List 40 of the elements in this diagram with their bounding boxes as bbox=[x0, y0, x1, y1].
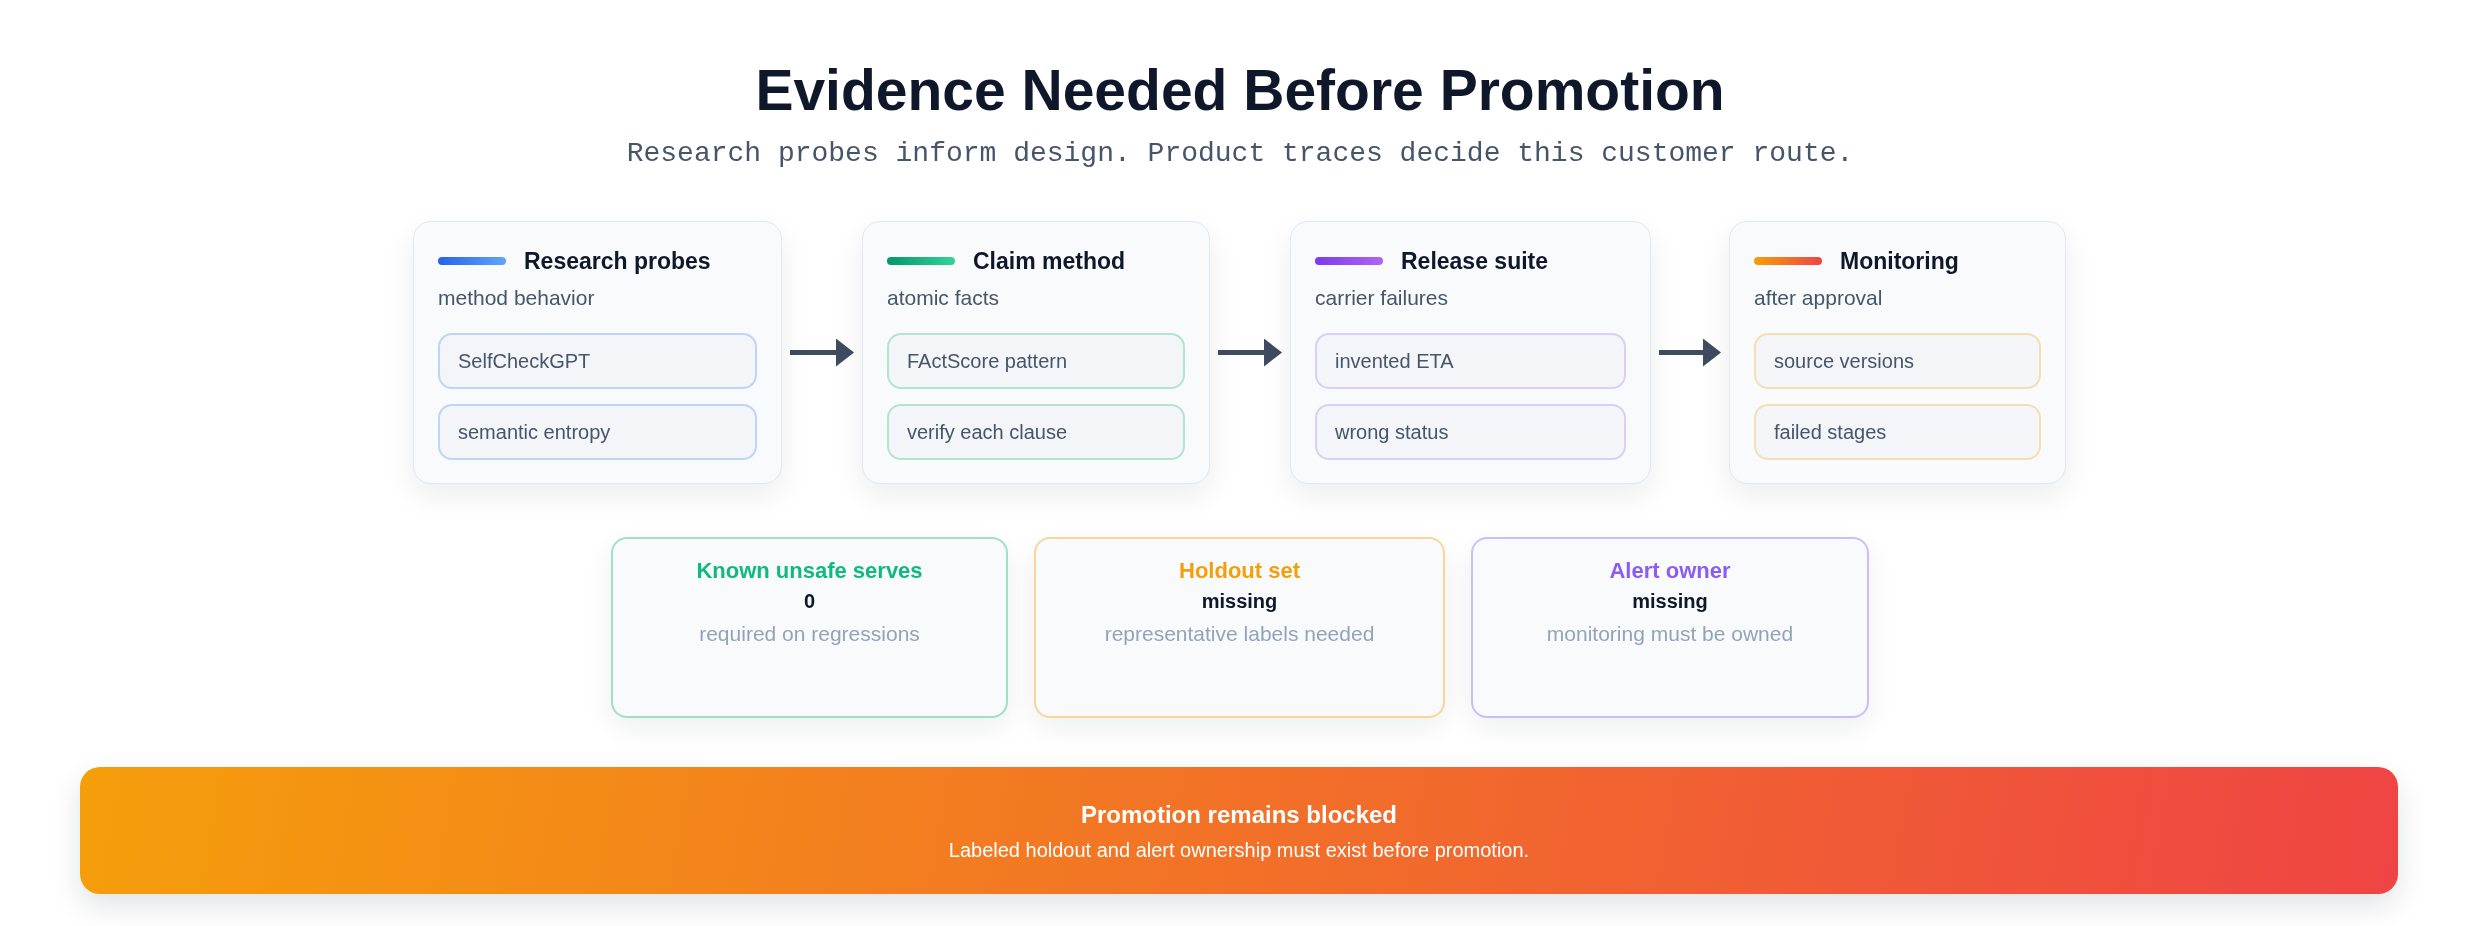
banner-message: Labeled holdout and alert ownership must exist before promotion. bbox=[948, 838, 1530, 863]
metric-card bbox=[1034, 537, 1445, 718]
item-pill: FActScore pattern bbox=[887, 333, 1185, 389]
metric-note: representative labels needed bbox=[1104, 621, 1375, 647]
card-title: Release suite bbox=[1401, 247, 1549, 276]
metric-value: missing bbox=[1201, 589, 1278, 613]
card-title: Claim method bbox=[973, 247, 1126, 276]
item-pill: semantic entropy bbox=[438, 404, 757, 460]
stage-card bbox=[1290, 221, 1651, 484]
page-subtitle: Research probes inform design. Product traces decide this customer route. bbox=[626, 137, 1854, 171]
metric-title: Alert owner bbox=[1609, 558, 1731, 584]
metric-title: Known unsafe serves bbox=[696, 558, 923, 584]
item-pill: invented ETA bbox=[1315, 333, 1626, 389]
item-pill: wrong status bbox=[1315, 404, 1626, 460]
card-subtitle: carrier failures bbox=[1315, 285, 1449, 311]
card-title: Research probes bbox=[524, 247, 711, 276]
metric-value: missing bbox=[1632, 589, 1708, 613]
item-pill: source versions bbox=[1754, 333, 2041, 389]
item-pill: verify each clause bbox=[887, 404, 1185, 460]
arrow bbox=[790, 338, 854, 367]
item-pill: SelfCheckGPT bbox=[438, 333, 757, 389]
metric-title: Holdout set bbox=[1179, 558, 1300, 584]
card-subtitle: after approval bbox=[1754, 285, 1883, 311]
stage-card bbox=[1729, 221, 2066, 484]
item-pill: failed stages bbox=[1754, 404, 2041, 460]
card-subtitle: atomic facts bbox=[887, 285, 1000, 311]
metric-value: 0 bbox=[803, 589, 816, 613]
stage-card bbox=[413, 221, 782, 484]
metric-note: required on regressions bbox=[699, 621, 920, 647]
stage-card bbox=[862, 221, 1210, 484]
arrow bbox=[1659, 338, 1721, 367]
metric-note: monitoring must be owned bbox=[1546, 621, 1794, 647]
card-subtitle: method behavior bbox=[438, 285, 595, 311]
banner-title: Promotion remains blocked bbox=[1080, 800, 1398, 829]
metric-card bbox=[611, 537, 1008, 718]
arrow bbox=[1218, 338, 1282, 367]
card-title: Monitoring bbox=[1840, 247, 1959, 276]
page-title: Evidence Needed Before Promotion bbox=[755, 57, 1725, 123]
metric-card bbox=[1471, 537, 1869, 718]
status-banner bbox=[80, 767, 2398, 894]
